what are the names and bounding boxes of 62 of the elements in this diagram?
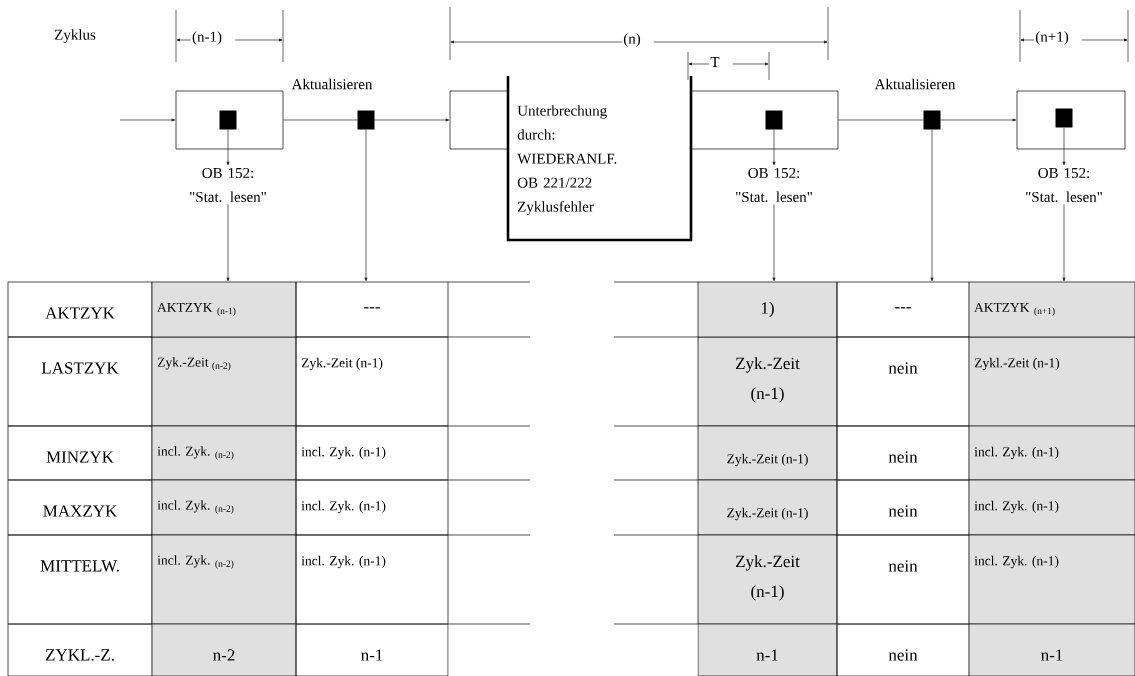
filled-square (765, 110, 783, 130)
cycle-box (1016, 90, 1126, 150)
table-cell: Zyk.-Zeit (n-1) (697, 479, 838, 536)
table-cell: Zyk.-Zeit (n-1) (697, 425, 838, 481)
table-cell: incl. Zyk. $_{(n-2)}$ (151, 534, 297, 625)
arrow (119, 118, 176, 122)
table-cell: n-1 (968, 623, 1135, 676)
interrupt-box: Unterbrechung durch: WIEDERANLF. OB 221/222 Zyklusfehler (506, 76, 693, 242)
dimension-label: (n+1) (1035, 31, 1069, 45)
arrow (374, 118, 450, 122)
dimension-label: T (710, 57, 720, 67)
arrow (364, 129, 368, 282)
block-text: OB 152: "Stat. lesen" (736, 167, 812, 203)
table-cell: incl. Zyk. $_{(n-2)}$ (151, 425, 297, 481)
table-cell: ZYKL.-Z. (7, 623, 153, 676)
caption-text: Aktualisieren (874, 78, 956, 90)
cycle-box (690, 90, 839, 150)
arrow (772, 203, 776, 282)
arrow (226, 203, 230, 282)
table-cell: nein (836, 336, 970, 427)
arrow (1062, 203, 1066, 282)
dimension-label: (n) (623, 33, 641, 47)
table-cell: AKTZYK $_{(n-1)}$ (151, 281, 297, 338)
filled-square (923, 110, 941, 130)
arrow (1062, 127, 1066, 166)
table-cell: incl. Zyk. (n-1) (295, 425, 449, 481)
caption-text: Aktualisieren (291, 78, 373, 90)
table-cell: Zyk.-Zeit (n-1) (697, 336, 838, 427)
block-text: OB 152: "Stat. lesen" (190, 167, 266, 203)
table-cell: AKTZYK $_{(n+1)}$ (968, 281, 1135, 338)
arrow (930, 129, 934, 282)
table-cell: n-1 (295, 623, 449, 676)
table-cell: --- (836, 281, 970, 338)
block-text: OB 152: "Stat. lesen" (1026, 167, 1102, 203)
arrow (940, 118, 1017, 122)
cycle-box (175, 90, 284, 150)
table-cell: nein (836, 479, 970, 536)
table-cell: Zyk.-Zeit (n-1) (697, 534, 838, 625)
table-cell: --- (295, 281, 449, 338)
arrow (772, 129, 776, 166)
table-cell: Zyk.-Zeit $_{(n-2)}$ (151, 336, 297, 427)
arrow (226, 129, 230, 166)
filled-square (219, 110, 237, 130)
table-cell: incl. Zyk. $_{(n-2)}$ (151, 479, 297, 536)
filled-square (357, 110, 375, 130)
row-label: Zyklus (54, 29, 96, 43)
table-cell: nein (836, 425, 970, 481)
table-cell: 1) (697, 281, 838, 338)
table-cell: nein (836, 623, 970, 676)
table-cell: Zyk.-Zeit (n-1) (295, 336, 449, 427)
table-cell: nein (836, 534, 970, 625)
table-cell: n-2 (151, 623, 297, 676)
table-cell: incl. Zyk. (n-1) (295, 534, 449, 625)
table-cell: incl. Zyk. (n-1) (295, 479, 449, 536)
table-cell: Zykl.-Zeit (n-1) (968, 336, 1135, 427)
cycle-box (449, 90, 509, 150)
table-cell: incl. Zyk. (n-1) (968, 479, 1135, 536)
table-cell: incl. Zyk. (n-1) (968, 425, 1135, 481)
dimension-label: (n-1) (192, 31, 222, 45)
table-cell: incl. Zyk. (n-1) (968, 534, 1135, 625)
table-cell: n-1 (697, 623, 838, 676)
filled-square (1055, 108, 1073, 128)
